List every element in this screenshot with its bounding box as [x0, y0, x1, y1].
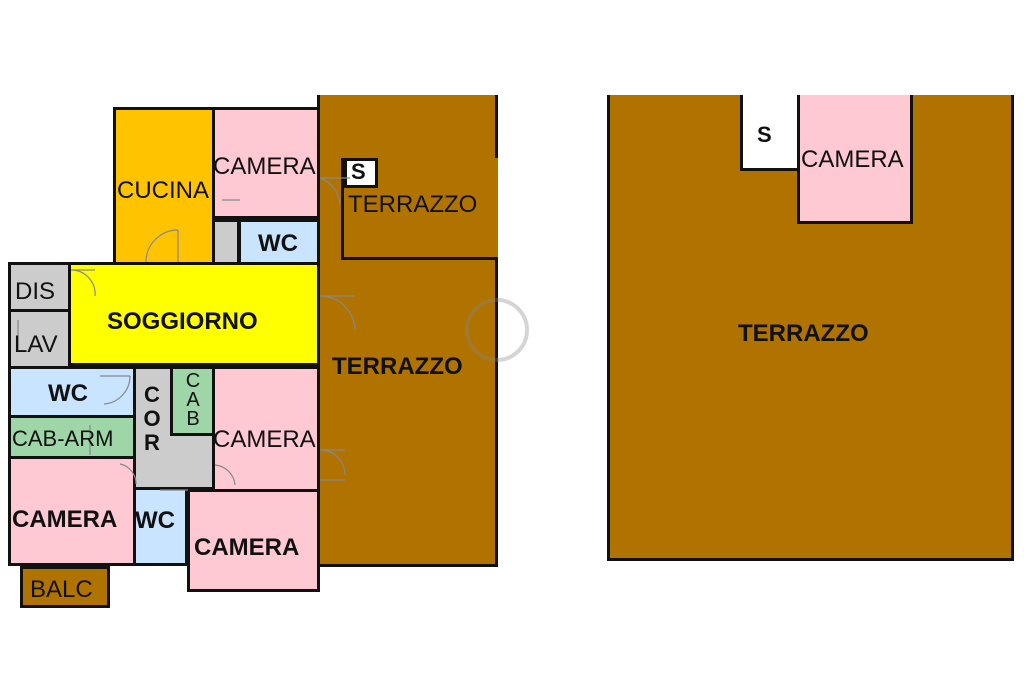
label-cucina: CUCINA: [117, 177, 210, 204]
label-terrazzo-upper: TERRAZZO: [348, 191, 478, 218]
room-camera-bottom: [187, 489, 320, 592]
label-balc: BALC: [30, 576, 93, 603]
label-terrazzo-main: TERRAZZO: [332, 353, 463, 380]
label-wc-top: WC: [258, 230, 298, 257]
label-cor: COR: [143, 382, 161, 455]
room-camera-right: [797, 95, 913, 224]
room-camera-mid: [212, 366, 320, 492]
room-cucina: [113, 107, 215, 265]
label-wc-bottom: WC: [135, 507, 175, 534]
label-terrazzo-right: TERRAZZO: [738, 320, 869, 347]
label-s-left: S: [351, 159, 366, 184]
label-camera-right: CAMERA: [801, 146, 904, 173]
label-cab: CAB: [185, 370, 201, 430]
room-wc-bottom: [133, 487, 188, 566]
room-dis: [8, 262, 71, 312]
room-camera-top: [212, 107, 320, 219]
label-s-right: S: [757, 122, 772, 147]
label-camera-bottom-left: CAMERA: [12, 506, 118, 533]
label-cab-arm: CAB-ARM: [12, 426, 114, 451]
label-dis: DIS: [15, 278, 56, 305]
room-soggiorno: [68, 262, 320, 366]
storage-s-left: [344, 158, 378, 188]
label-camera-mid: CAMERA: [213, 426, 316, 453]
room-camera-bottom-left: [8, 456, 136, 566]
room-cab: [170, 366, 215, 436]
storage-s-right: [740, 95, 802, 171]
label-camera-top: CAMERA: [213, 153, 316, 180]
label-soggiorno: SOGGIORNO: [107, 308, 258, 335]
label-lav: LAV: [14, 331, 58, 358]
room-balcone: [20, 566, 110, 608]
label-wc-left: WC: [48, 380, 88, 407]
label-camera-bottom: CAMERA: [194, 534, 300, 561]
